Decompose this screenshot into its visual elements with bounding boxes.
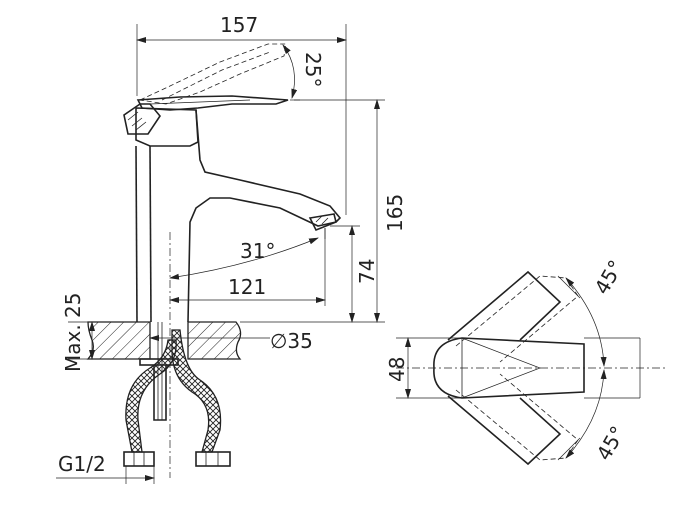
height-label: 165 [383, 194, 407, 232]
dimension-overall-width: 157 [136, 13, 347, 215]
hose-fittings [123, 451, 231, 467]
spout-reach-label: 121 [228, 275, 266, 299]
dimension-spout-angle: 31° [169, 237, 319, 280]
dimension-handle-angle: 25° [282, 44, 325, 101]
faucet-body [123, 103, 342, 323]
handle-angle-label: 25° [301, 52, 325, 87]
dimension-thread: G1/2 [56, 452, 155, 484]
dimension-swivel-angles: 45° 45° [565, 256, 631, 465]
spout-angle-label: 31° [240, 239, 275, 263]
lever-swivel-upper [447, 270, 581, 363]
base-width-label: 48 [385, 357, 409, 382]
side-view: 157 25° [56, 13, 407, 484]
top-view: 48 45° 45° [385, 256, 668, 466]
lever-raised [138, 43, 287, 105]
swivel-upper-label: 45° [590, 256, 629, 299]
max-thickness-label: Max. 25 [61, 292, 85, 372]
dimension-spout-height: 74 [330, 225, 379, 323]
dimension-base-width: 48 [385, 337, 462, 399]
hole-diameter-label: ∅35 [270, 329, 313, 353]
spout-height-label: 74 [355, 259, 379, 284]
dimension-max-thickness: Max. 25 [61, 292, 95, 372]
countertop-section [86, 321, 242, 360]
dimension-spout-reach: 121 [169, 228, 326, 306]
lever-swivel-lower [447, 373, 581, 466]
swivel-lower-label: 45° [592, 422, 631, 465]
thread-label: G1/2 [58, 452, 106, 476]
dimension-height: 165 [240, 99, 407, 323]
overall-width-label: 157 [220, 13, 258, 37]
lever-closed [136, 95, 289, 111]
dimension-hole-diameter: ∅35 [149, 329, 313, 353]
